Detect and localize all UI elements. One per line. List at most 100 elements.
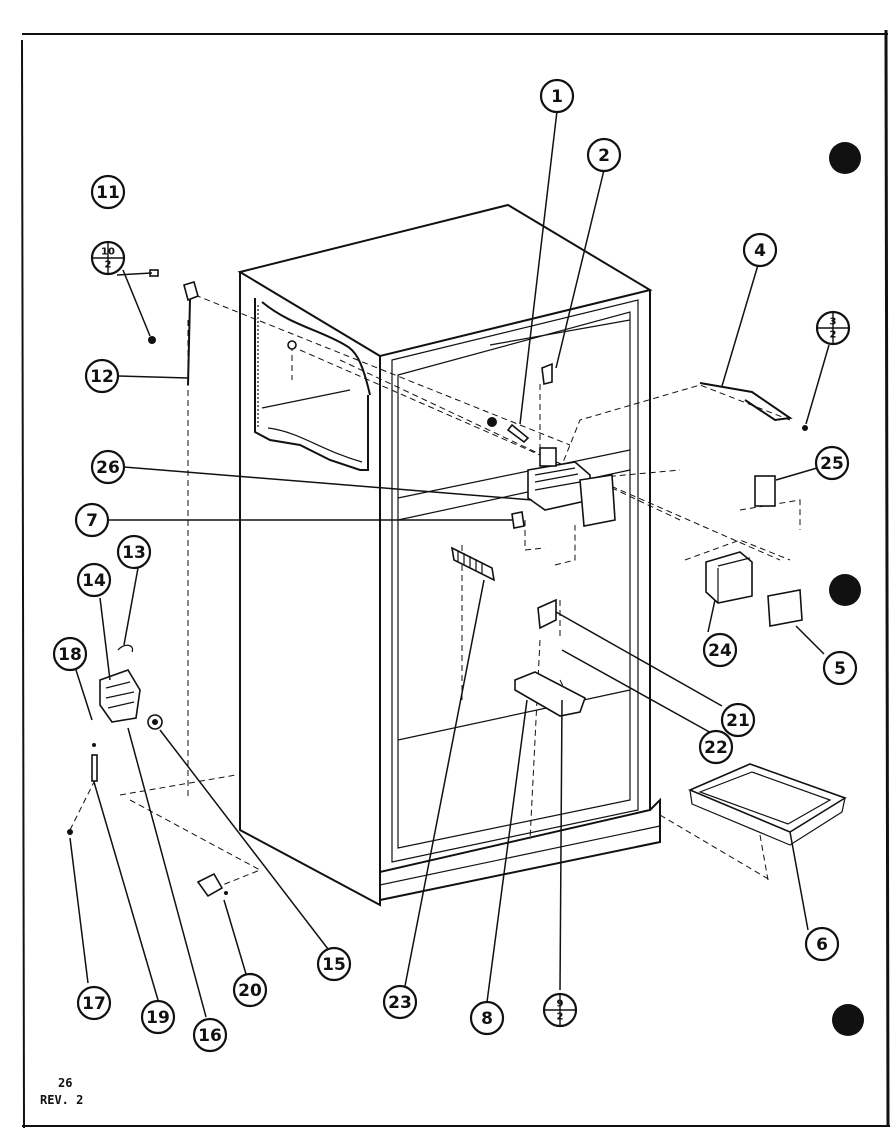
callout-circle [74, 502, 110, 538]
callout-label: 26 [96, 458, 120, 478]
callout-10: 102 [90, 240, 126, 276]
callout-17: 17 [76, 985, 112, 1021]
callout-18: 18 [52, 636, 88, 672]
callout-19: 19 [140, 999, 176, 1035]
revision-label: REV. 2 [40, 1093, 83, 1107]
callout-circle [76, 985, 112, 1021]
callout-circle [814, 445, 850, 481]
callout-label: 18 [58, 645, 82, 665]
callout-label: 10 [101, 247, 115, 258]
callout-label: 20 [238, 981, 262, 1001]
callout-8: 8 [469, 1000, 505, 1036]
callout-2: 2 [586, 137, 622, 173]
callout-label: 1 [551, 87, 563, 107]
callout-1: 1 [539, 78, 575, 114]
callout-circle [702, 632, 738, 668]
punch-hole [829, 142, 861, 174]
callout-4: 4 [742, 232, 778, 268]
callout-label: 24 [708, 641, 732, 661]
callout-fraction-bar [544, 994, 576, 1026]
callout-7: 7 [74, 502, 110, 538]
item-8-bracket [514, 671, 586, 717]
callout-label: 22 [704, 738, 728, 758]
ice-maker-motor [579, 474, 616, 527]
callout-circle [76, 562, 112, 598]
callout-label: 21 [726, 711, 750, 731]
punch-hole [829, 574, 861, 606]
callout-15: 15 [316, 946, 352, 982]
callout-24: 24 [702, 632, 738, 668]
callout-12: 12 [84, 358, 120, 394]
callout-23: 23 [382, 984, 418, 1020]
callout-fraction-bar [92, 242, 124, 274]
callout-circle [469, 1000, 505, 1036]
punch-hole [832, 1004, 864, 1036]
item-23-grille [450, 546, 496, 582]
callout-circle [90, 174, 126, 210]
callout-circle [232, 972, 268, 1008]
callout-6: 6 [804, 926, 840, 962]
parts [67, 269, 847, 898]
callout-11: 11 [90, 174, 126, 210]
callout-label: 6 [816, 935, 828, 955]
item-21-bracket [537, 598, 557, 630]
callout-5: 5 [822, 650, 858, 686]
leader-lines [69, 110, 830, 1018]
callout-label: 23 [388, 993, 412, 1013]
callout-26: 26 [90, 449, 126, 485]
item-20-leveler [196, 872, 224, 898]
lower-hinge-assembly [99, 669, 141, 723]
callout-label: 5 [834, 659, 846, 679]
callout-circle [804, 926, 840, 962]
callout-3: 32 [815, 310, 851, 346]
callout-25: 25 [814, 445, 850, 481]
item-5-cover [767, 589, 803, 627]
callout-circle [586, 137, 622, 173]
callout-circle [140, 999, 176, 1035]
callout-16: 16 [192, 1017, 228, 1053]
callout-fraction: 2 [830, 330, 837, 341]
callout-9: 92 [542, 992, 578, 1028]
callout-circle [52, 636, 88, 672]
callout-circle [116, 534, 152, 570]
ice-maker-bracket [539, 447, 557, 467]
callout-label: 16 [198, 1026, 222, 1046]
callout-label: 9 [557, 999, 564, 1010]
callout-fraction-bar [817, 312, 849, 344]
callout-label: 14 [82, 571, 106, 591]
refrigerator-cabinet [237, 203, 661, 907]
callout-circle [720, 702, 756, 738]
callout-circle [822, 650, 858, 686]
callout-label: 8 [481, 1009, 493, 1029]
callout-label: 11 [96, 183, 120, 203]
callout-label: 12 [90, 367, 114, 387]
callout-fraction: 2 [557, 1012, 564, 1023]
callout-21: 21 [720, 702, 756, 738]
scan-edge-left [21, 39, 25, 1129]
assembly-guides [69, 294, 801, 891]
callout-label: 7 [86, 511, 98, 531]
callout-14: 14 [76, 562, 112, 598]
item-25-pad [754, 475, 776, 507]
callout-20: 20 [232, 972, 268, 1008]
callout-label: 15 [322, 955, 346, 975]
callout-circle [698, 729, 734, 765]
callout-circle [382, 984, 418, 1020]
callout-circle [742, 232, 778, 268]
callout-label: 13 [122, 543, 146, 563]
callout-13: 13 [116, 534, 152, 570]
item-12-hinge [183, 281, 199, 302]
callout-label: 19 [146, 1008, 170, 1028]
callout-layer: 1232456789210211121314151617181920212223… [52, 78, 858, 1053]
callout-circle [192, 1017, 228, 1053]
callout-label: 17 [82, 994, 106, 1014]
callout-label: 3 [830, 317, 837, 328]
callout-circle [90, 449, 126, 485]
callout-circle [84, 358, 120, 394]
callout-label: 2 [598, 146, 610, 166]
callout-fraction: 2 [105, 260, 112, 271]
callout-label: 4 [754, 241, 766, 261]
callout-circle [539, 78, 575, 114]
callout-circle [316, 946, 352, 982]
